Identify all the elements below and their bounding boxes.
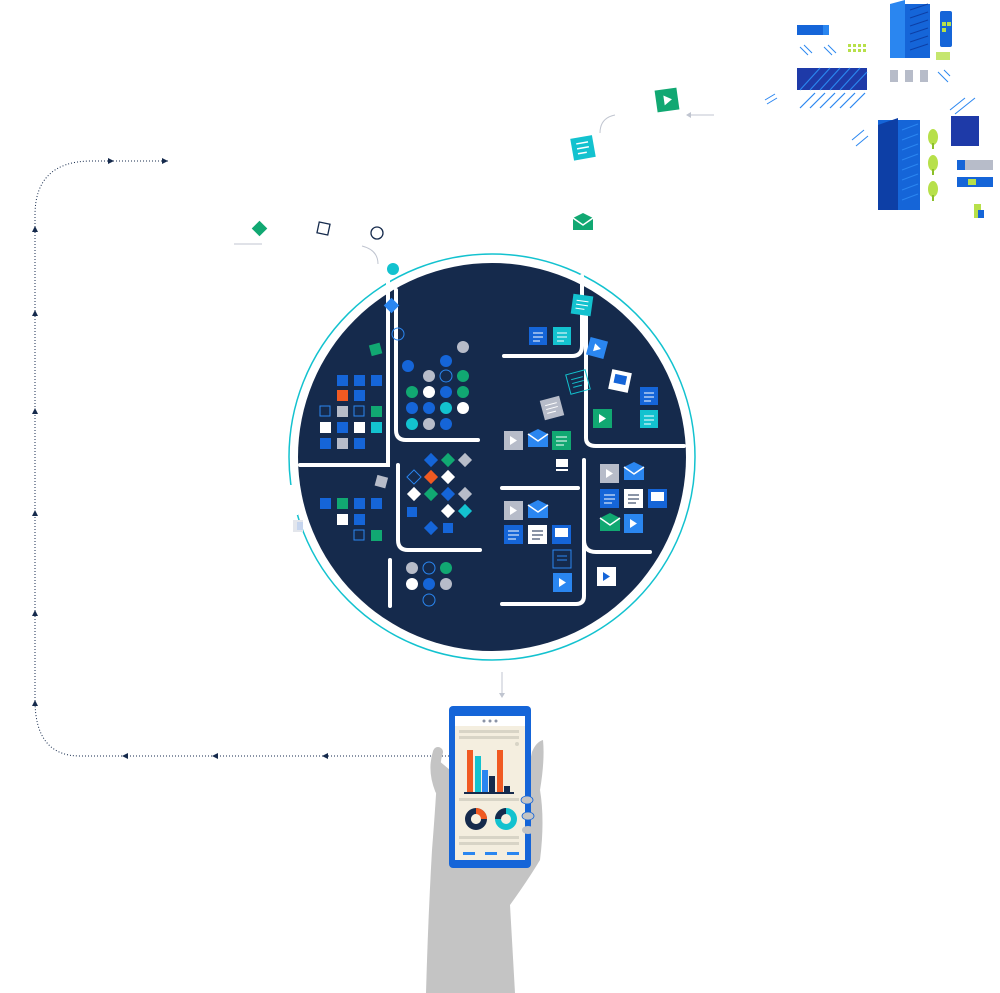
diamonds-cluster bbox=[406, 452, 473, 536]
incoming-shapes bbox=[234, 213, 594, 275]
donut-chart-icon bbox=[495, 808, 517, 830]
lower-squares-cluster bbox=[320, 474, 389, 541]
donut-chart-icon bbox=[465, 808, 487, 830]
dots-cluster bbox=[402, 341, 469, 430]
monitor-icon bbox=[552, 525, 571, 544]
tree-icon bbox=[928, 129, 938, 201]
document-icon bbox=[553, 327, 571, 345]
data-sources-city bbox=[764, 0, 993, 218]
monitor-icon bbox=[553, 456, 571, 474]
green-diamond-icon bbox=[251, 220, 268, 237]
blue-bar-icon bbox=[797, 25, 827, 35]
loop-arrows bbox=[32, 158, 438, 759]
small-device-icon bbox=[293, 520, 303, 532]
email-icon bbox=[623, 462, 645, 480]
document-icon bbox=[570, 135, 596, 161]
monitor-icon bbox=[608, 369, 632, 393]
document-icon bbox=[640, 410, 658, 428]
email-icon bbox=[527, 429, 549, 447]
document-icon bbox=[570, 293, 594, 317]
content-tiles bbox=[504, 293, 667, 592]
flowing-items bbox=[570, 87, 714, 161]
document-icon bbox=[529, 327, 547, 345]
bar-chart-icon bbox=[464, 750, 514, 794]
monitor-icon bbox=[648, 489, 667, 508]
squares-cluster bbox=[319, 297, 405, 449]
data-hub-circle bbox=[286, 250, 696, 661]
bottom-dots-cluster bbox=[406, 561, 452, 607]
hand-with-phone bbox=[426, 706, 544, 993]
circle-outline-icon bbox=[370, 226, 384, 240]
email-icon bbox=[527, 500, 549, 518]
email-icon bbox=[599, 513, 621, 531]
document-icon bbox=[640, 387, 658, 405]
green-email-icon bbox=[573, 213, 593, 230]
play-icon bbox=[585, 336, 609, 360]
teal-dot-icon bbox=[387, 263, 399, 275]
play-icon bbox=[654, 87, 680, 113]
feedback-loop bbox=[34, 160, 500, 757]
square-outline-icon bbox=[316, 221, 331, 236]
